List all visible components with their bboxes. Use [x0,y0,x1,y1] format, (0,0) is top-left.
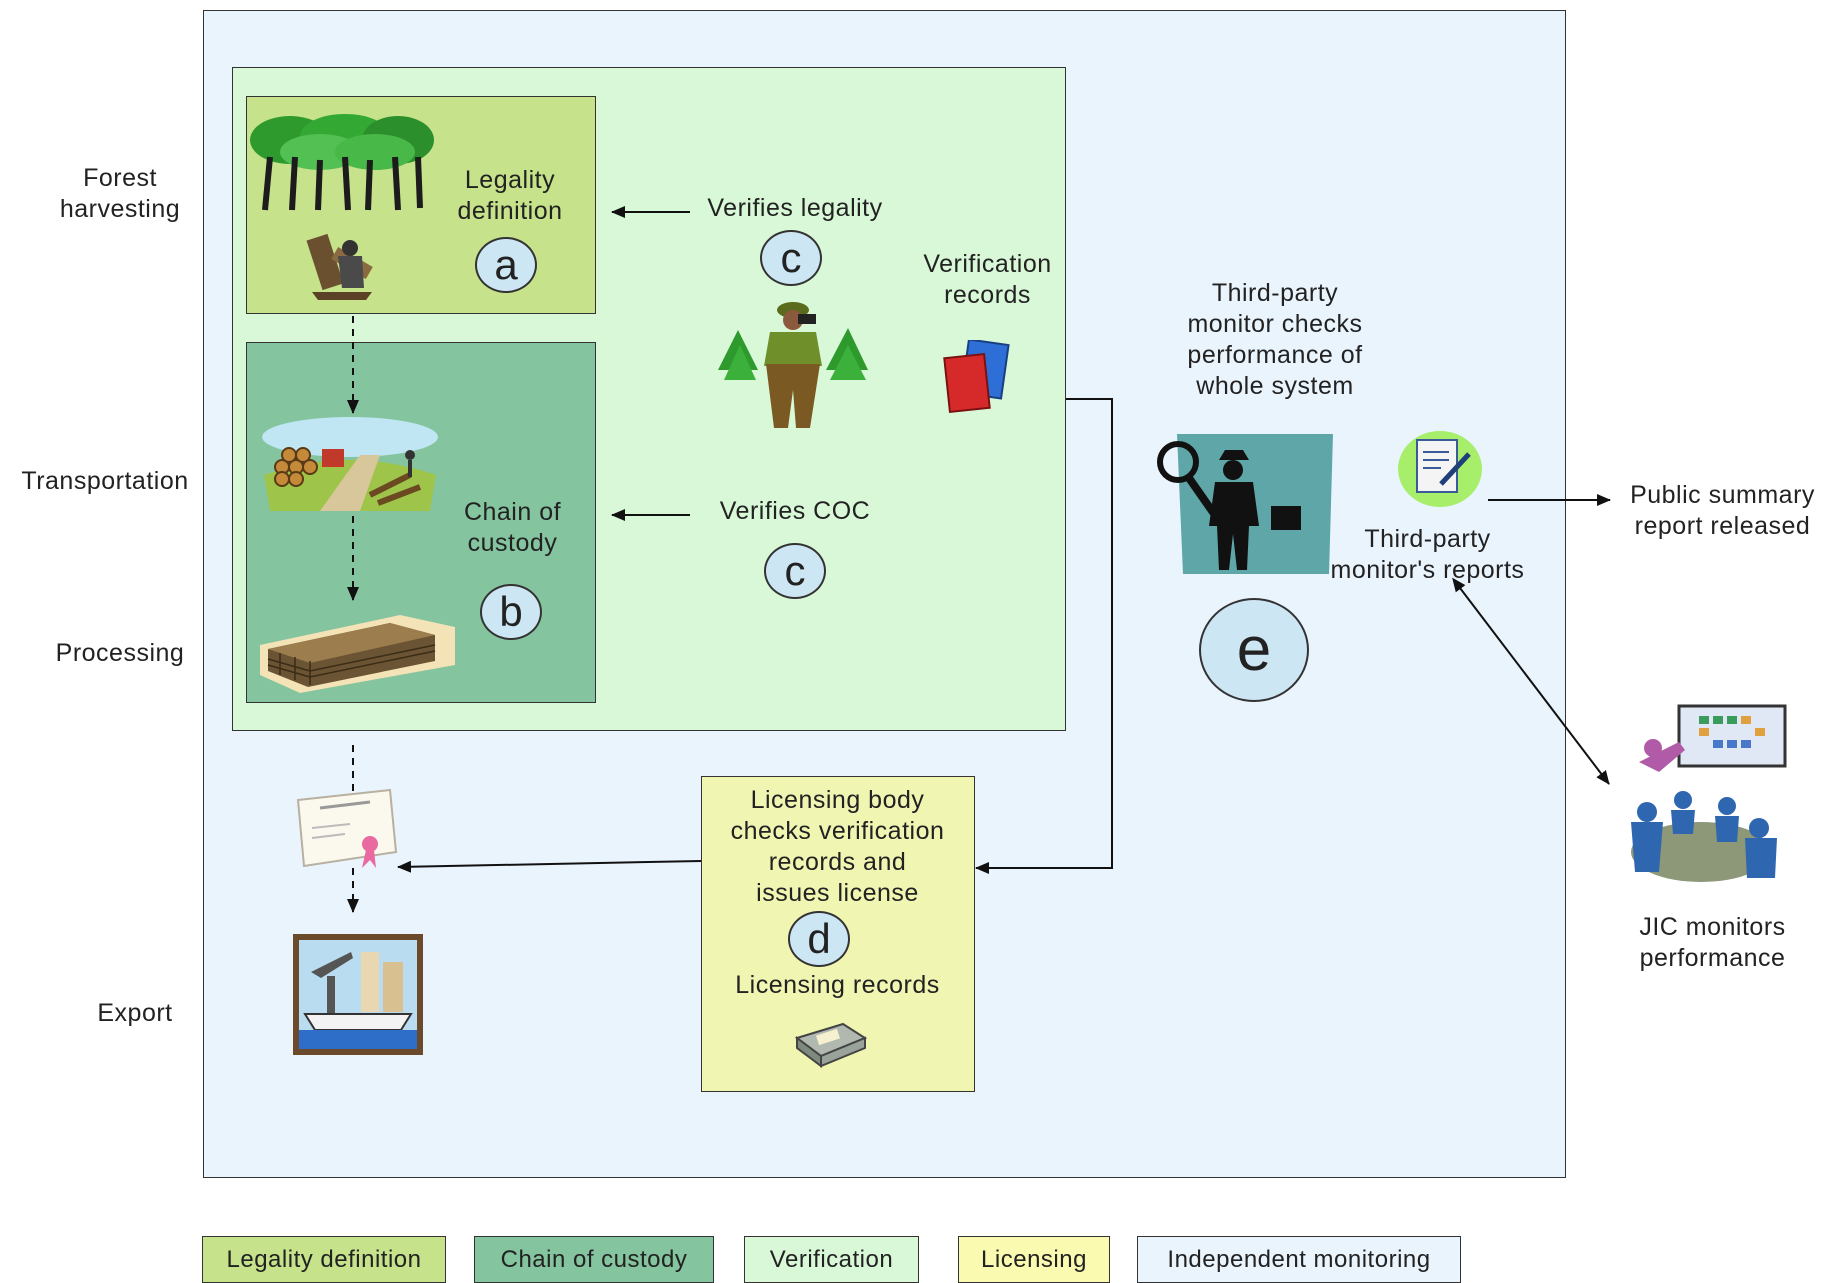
legend-legality-definition: Legality definition [202,1236,446,1283]
licensing-body-label: Licensing body checks verification recor… [730,786,945,907]
license-issue-arrow [397,860,702,873]
chain-of-custody-label: Chain of custody [463,498,562,557]
legend-licensing: Licensing [958,1236,1110,1283]
marker-a: a [475,237,537,293]
verifies-coc-label: Verifies COC [719,497,871,525]
verification-records-icon [943,338,1013,414]
jic-reports-arrow [1452,577,1610,785]
verification-records-label: Verification records [923,250,1052,309]
third-party-monitor-label: Third-party monitor checks performance o… [1187,279,1363,400]
verifier-icon [718,300,868,430]
jic-meeting-icon [1619,702,1789,887]
licensing-records-icon [793,1018,868,1068]
monitor-investigator-icon [1153,430,1338,578]
legality-definition-label: Legality definition [457,166,563,225]
marker-e: e [1199,598,1309,702]
lumber-stack-icon [260,605,455,695]
stage-processing: Processing [55,639,185,667]
license-certificate-icon [290,788,400,873]
monitor-reports-label: Third-party monitor's reports [1330,525,1525,584]
marker-d: d [788,911,850,967]
export-port-icon [291,932,425,1057]
transport-truck-icon [260,415,440,515]
forest-icon [250,112,435,216]
marker-c-legality: c [760,230,822,286]
marker-c-coc: c [764,543,826,599]
records-to-licensing-arrow [975,398,1113,874]
stage-export: Export [97,999,173,1027]
legend-chain-of-custody: Chain of custody [474,1236,714,1283]
licensing-records-label: Licensing records [735,971,940,999]
monitor-report-icon [1395,428,1485,510]
legend-independent-monitoring: Independent monitoring [1137,1236,1461,1283]
public-summary-label: Public summary report released [1630,481,1815,540]
stage-forest-harvesting: Forest harvesting [59,164,181,223]
logger-icon [302,226,382,302]
legend-verification: Verification [744,1236,919,1283]
verifies-legality-label: Verifies legality [707,194,883,222]
jic-label: JIC monitors performance [1639,913,1786,972]
marker-b: b [480,584,542,640]
stage-transportation: Transportation [21,467,189,495]
